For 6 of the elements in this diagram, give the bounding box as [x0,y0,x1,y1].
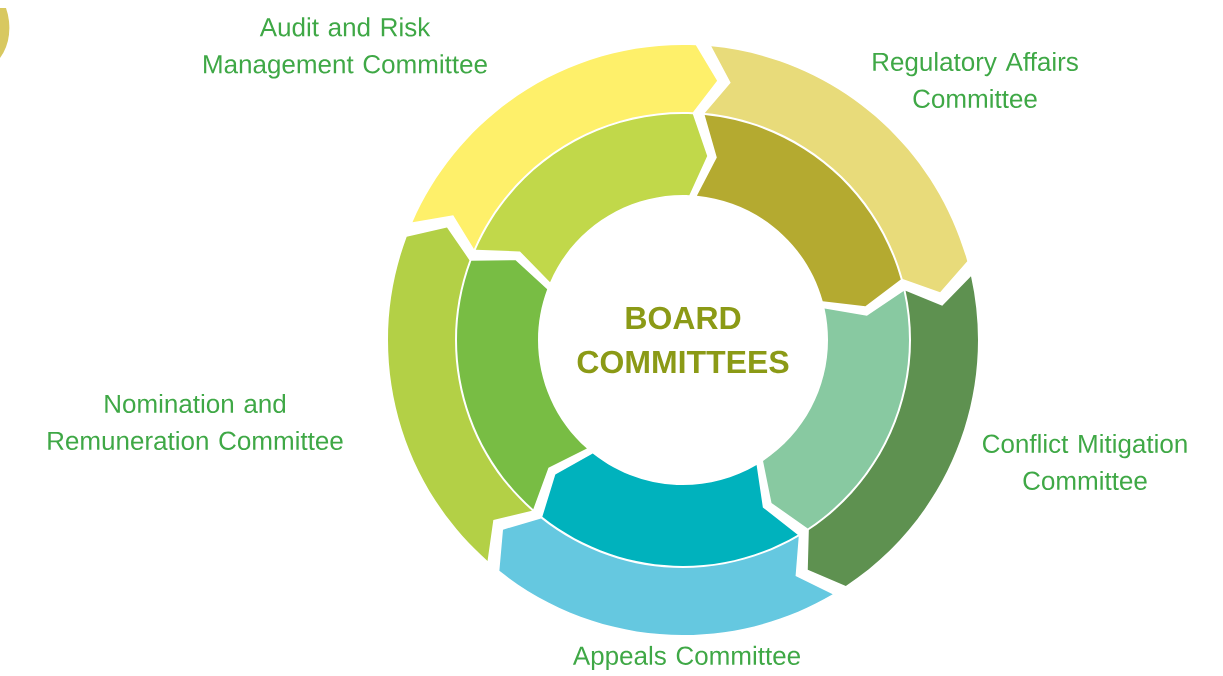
node-label: Nomination and Remuneration Committee [48,393,343,451]
ring-segment: Appeals Committee [499,453,833,671]
node-label: Appeals Committee [572,645,800,671]
node-label: Conflict Mitigation Committee [983,433,1187,491]
center-title: BOARD COMMITTEES [577,306,789,374]
node-label: Audit and Risk [259,17,431,37]
